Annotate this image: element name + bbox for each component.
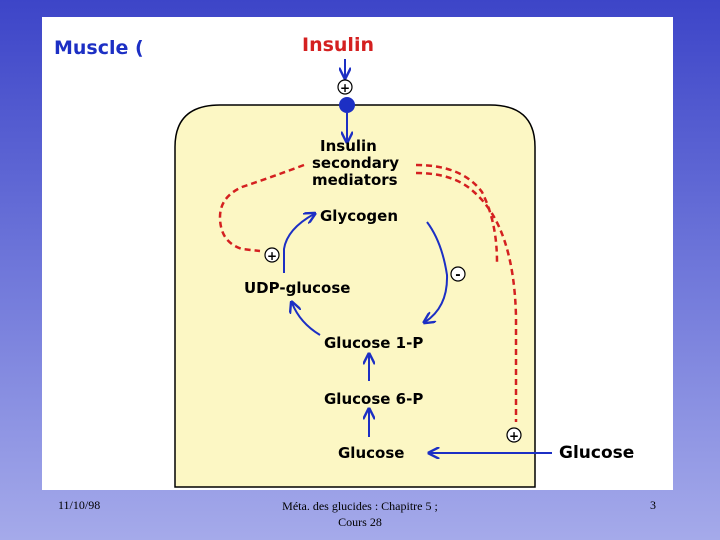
mediators-line2: secondary — [312, 154, 399, 172]
synthase-plus-sign: + — [267, 249, 277, 263]
insulin-plus-sign: + — [340, 81, 350, 95]
title-muscle: Muscle ( — [54, 37, 144, 59]
glucose-1p-label: Glucose 1-P — [324, 334, 423, 352]
glycogen-label: Glycogen — [320, 207, 398, 225]
synthase-plus-circle — [264, 247, 280, 263]
glucose-outside-label: Glucose — [559, 443, 634, 463]
insulin-plus-circle — [337, 79, 353, 95]
transport-plus-circle — [506, 427, 522, 443]
phosphorylase-minus-sign: - — [455, 268, 460, 283]
dashed-path-to-udp — [218, 163, 305, 253]
footer-date: 11/10/98 — [58, 498, 101, 512]
udp-glucose-label: UDP-glucose — [244, 279, 350, 297]
dashed-path-to-glycogen-inhibit — [415, 163, 499, 263]
phosphorylase-minus-circle — [450, 266, 466, 282]
glucose-inside-label: Glucose — [338, 444, 404, 462]
title-mask — [145, 35, 155, 63]
transport-plus-sign: + — [509, 429, 519, 443]
arrow-g1p-to-udp — [292, 303, 321, 336]
footer-title: Méta. des glucides : Chapitre 5 ; Cours … — [255, 498, 465, 530]
arrow-glycogen-to-g1p — [425, 221, 449, 322]
glucose-6p-label: Glucose 6-P — [324, 390, 423, 408]
glycogen-metabolism-diagram: Muscle ( Insulin + Insulin secondary med… — [54, 34, 634, 488]
dashed-path-to-transport — [415, 171, 518, 422]
mediators-line3: mediators — [312, 171, 398, 189]
arrow-udp-to-glycogen — [283, 214, 314, 273]
insulin-label: Insulin — [302, 34, 374, 56]
mediators-line1: Insulin — [320, 137, 377, 155]
insulin-receptor — [339, 97, 355, 113]
slide-panel: Muscle ( Insulin + Insulin secondary med… — [42, 17, 673, 490]
footer-title-line1: Méta. des glucides : Chapitre 5 ; — [282, 499, 438, 513]
footer-page-number: 3 — [650, 498, 656, 512]
muscle-cell — [174, 104, 536, 488]
footer-title-line2: Cours 28 — [338, 515, 382, 529]
